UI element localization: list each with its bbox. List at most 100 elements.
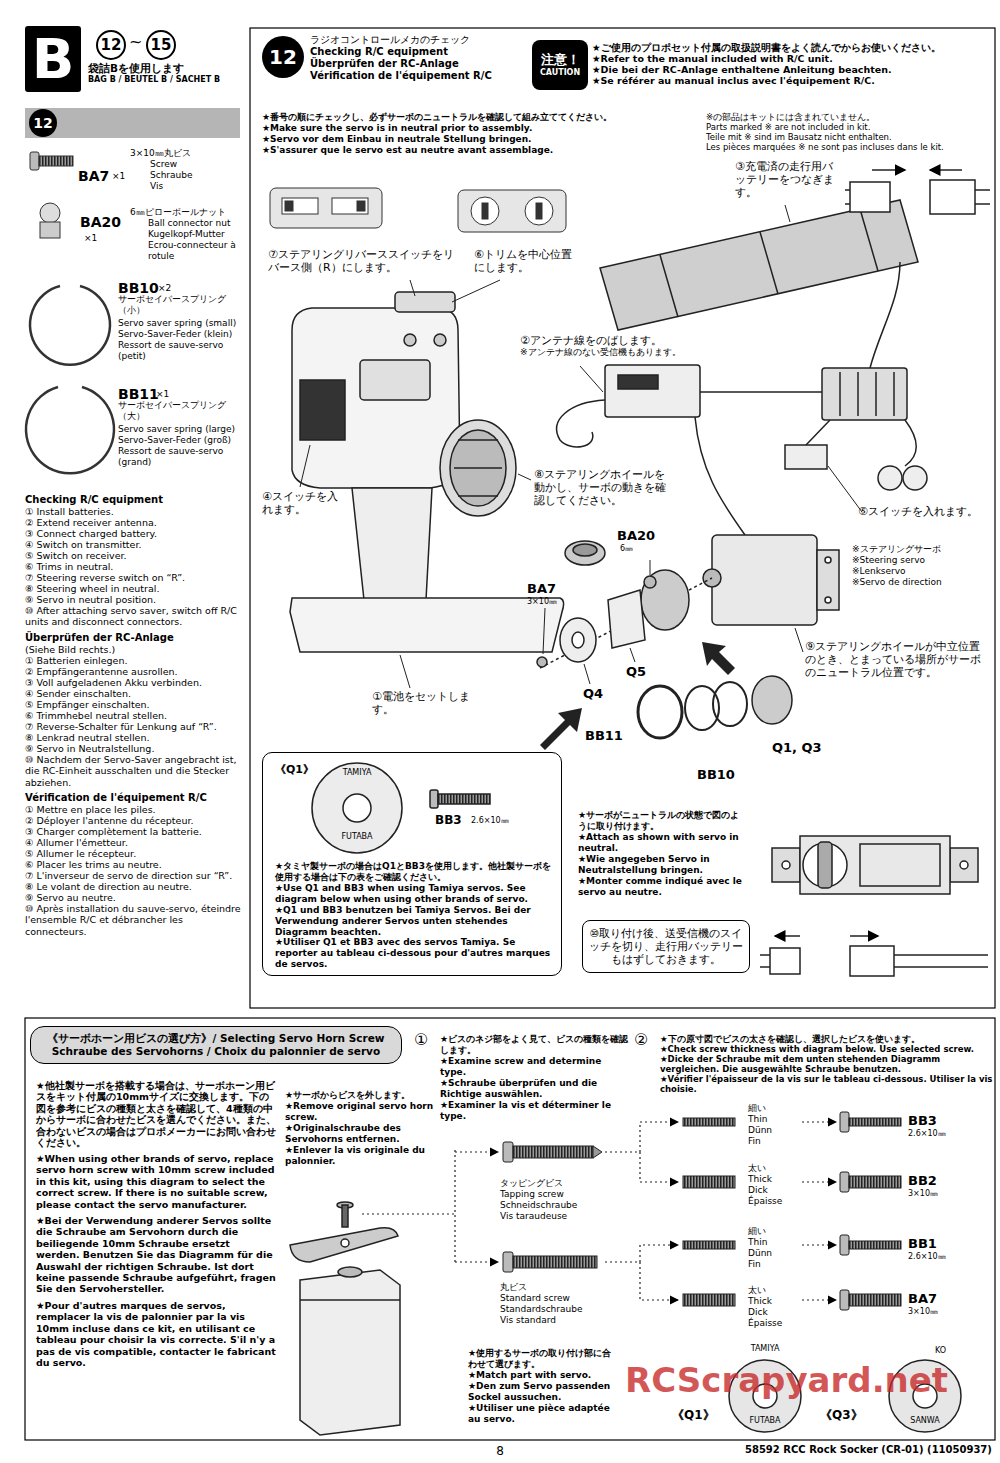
note-box: 《Q1》BB32.6×10㎜★タミヤ製サーボの場合はQ1とBB3を使用します。他… (262, 752, 562, 976)
servo-horn-drawing (341, 1239, 349, 1247)
note-text: ⑤ Switch on receiver. (25, 550, 247, 561)
note-text: 6㎜ピローボールナット (130, 207, 245, 218)
note-text: ⑥トリムを中心位置にします。 (474, 248, 574, 274)
note-text: ① Install batteries. (25, 506, 247, 517)
trim-closeup (471, 197, 499, 225)
note-text: Standardschraube (500, 1304, 610, 1315)
part-code: BA7 (908, 1291, 978, 1307)
note-text: 太い (748, 1163, 798, 1174)
part-spring (26, 286, 114, 473)
dotted-guide (605, 1122, 678, 1152)
node-text: 12 (101, 38, 122, 53)
servo-horn-drawing (342, 1205, 348, 1227)
dotted-guide (362, 1213, 455, 1214)
note-text: Fin (748, 1136, 798, 1147)
note-text: TAMIYA (332, 768, 382, 778)
battery-connector (930, 180, 975, 214)
note-text: ×1 (84, 233, 108, 244)
dotted-guide (455, 1151, 498, 1152)
node-text: 2.6×10㎜ (471, 816, 541, 826)
servo-saver-parts (573, 544, 597, 556)
note-text: ④ Switch on transmitter. (25, 539, 247, 550)
switch-closeup (282, 198, 318, 214)
panel-frame (25, 1018, 995, 1440)
assembly-arrow (540, 708, 582, 750)
battery-connector (975, 189, 990, 191)
battery-connector (845, 203, 850, 205)
note-text: ※の部品はキットには含まれていません。 (706, 112, 991, 122)
note-text: ×2 (158, 283, 182, 294)
bag-letter-box: B (25, 26, 81, 92)
leader-line (410, 280, 415, 296)
screw-drawing (683, 1241, 735, 1249)
speed-controller (857, 372, 859, 416)
note-text: ★サーボからビスを外します。 (285, 1090, 435, 1101)
dotted-guide (605, 1245, 678, 1262)
note-text: 《Q1》 (672, 1408, 722, 1422)
note-text: Servo saver spring (small) (118, 318, 248, 329)
speed-controller (839, 372, 841, 416)
transmitter (458, 439, 498, 441)
dotted-guide (802, 1244, 836, 1245)
transmitter (454, 467, 502, 469)
note-text: 3×10㎜ (908, 1307, 988, 1317)
note-text: ★Bei der Verwendung anderer Servos sollt… (36, 1215, 276, 1295)
note-text: Vis (150, 181, 240, 192)
switch-closeup (270, 188, 382, 228)
node-text: 12 (33, 116, 52, 130)
note-text: ⑩ Après installation du sauve-servo, éte… (25, 903, 247, 937)
note-text: サーボセイバースプリング（小） (118, 294, 230, 316)
node-text: 《サーボホーン用ビスの選び方》/ Selecting Servo Horn Sc… (47, 1032, 384, 1045)
note-text: Thick (748, 1174, 798, 1185)
note-text: FUTABA (740, 1416, 790, 1426)
receiver (557, 365, 700, 447)
note-text: Überprüfen der RC-Anlage (25, 632, 247, 644)
wire (870, 262, 900, 368)
note-text: ★Make sure the servo is in neutral prior… (262, 123, 692, 134)
dotted-guide (802, 1121, 836, 1122)
note-text: KO (935, 1346, 965, 1356)
note-text: Parts marked ※ are not included in kit. (706, 122, 991, 132)
part-code: Q4 (583, 686, 613, 702)
note-text: ④スイッチを入れます。 (262, 490, 342, 516)
note-text: ⑤スイッチを入れます。 (858, 505, 993, 518)
note-text: ② Extend receiver antenna. (25, 517, 247, 528)
screw-drawing (503, 1252, 513, 1272)
note-text: ★Wie angegeben Servo in Neutralstellung … (578, 854, 746, 876)
note-text: ⑦ステアリングリバーススイッチをリバース側（R）にします。 (268, 248, 458, 274)
note-text: Checking R/C equipment (25, 494, 247, 506)
servo-saver-parts (572, 632, 584, 648)
switch-closeup (285, 201, 293, 211)
note-text: ⑥ Trims in neutral. (25, 561, 247, 572)
note-text: ③ Voll aufgeladenen Akku verbinden. (25, 677, 247, 688)
leader-line (650, 560, 651, 575)
switch-closeup (332, 198, 368, 214)
part-spring (26, 387, 114, 473)
note-text: ★Examiner la vis et déterminer le type. (440, 1100, 630, 1122)
screw-drawing (849, 1176, 901, 1188)
note-text: タッピングビス (500, 1178, 610, 1189)
step-bar (25, 108, 240, 138)
caution-badge: 注意！CAUTION (532, 40, 588, 90)
dotted-guide (362, 1122, 836, 1300)
note-text: ★他社製サーボを搭載する場合は、サーボホーン用ビスをキット付属の10mmサイズに… (36, 1080, 276, 1148)
servo-top-view (803, 843, 847, 887)
node-text: ★タミヤ製サーボの場合はQ1とBB3を使用します。他社製サーボを使用する場合は下… (275, 861, 553, 883)
leader-line (795, 628, 803, 652)
step-circle: 12 (262, 36, 304, 78)
note-text: ★Vérifier l'épaisseur de la vis sur le t… (660, 1074, 995, 1094)
disconnect-connector (894, 954, 988, 956)
part-code: Q1, Q3 (772, 740, 842, 756)
note-text: Ressort de sauve-servo (petit) (118, 340, 248, 362)
servo-saver-parts (537, 657, 547, 667)
receiver (618, 375, 658, 389)
battery-connector (975, 203, 990, 205)
section-header: 《サーボホーン用ビスの選び方》/ Selecting Servo Horn Sc… (30, 1026, 402, 1064)
note-text: ① Mettre en place les piles. (25, 804, 247, 815)
node-text: 12 (269, 47, 297, 67)
transmitter (360, 360, 430, 400)
note-text: ⑦ Steering reverse switch on “R”. (25, 572, 247, 583)
part-spring (30, 286, 110, 365)
note-text: ④ Sender einschalten. (25, 688, 247, 699)
screw-drawing (593, 1146, 602, 1158)
